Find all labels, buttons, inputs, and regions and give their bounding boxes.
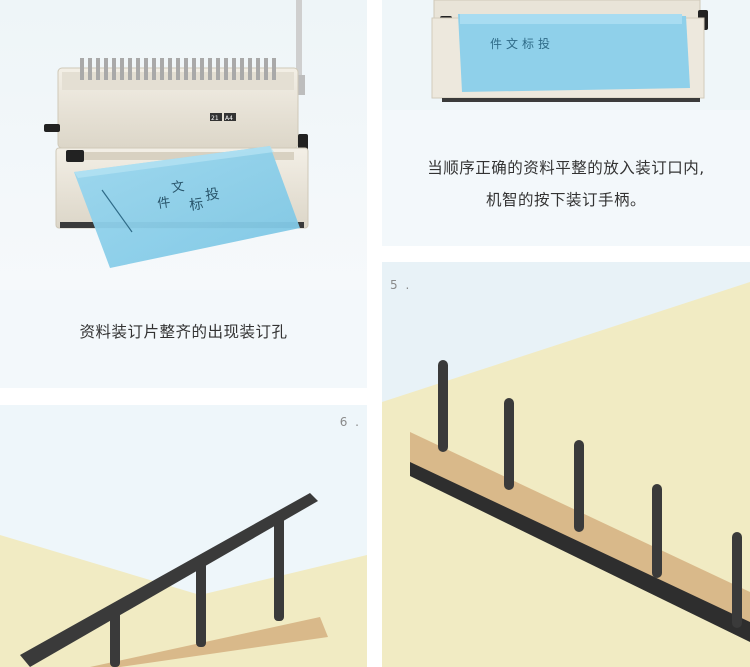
caption-insert-line2: 机智的按下装订手柄。 (485, 191, 646, 209)
comb-teeth (80, 58, 276, 80)
doc-char-1: 投 (538, 36, 550, 51)
photo-panel-comb-teeth: 5 . (382, 262, 750, 667)
binding-machine-illustration: 21 A4 投 标 文 件 (0, 0, 367, 290)
machine-label-21: 21 (211, 115, 219, 122)
step-number-6: 6 . (339, 415, 361, 429)
document-title-char-3: 文 (170, 179, 185, 196)
comb-spine-illustration (0, 405, 367, 667)
comb-spine (20, 493, 318, 667)
machine-top-view-illustration: 投 标 文 件 (382, 0, 750, 110)
doc-char-3: 文 (506, 36, 518, 51)
photo-panel-comb-spine: 6 . (0, 405, 367, 667)
step-number-5: 5 . (390, 278, 412, 292)
doc-char-4: 件 (490, 37, 502, 51)
doc-char-2: 标 (522, 37, 534, 51)
machine-label-a4: A4 (225, 115, 233, 122)
blue-document-cover: 投 标 文 件 (74, 146, 300, 268)
document-title-char-4: 件 (156, 195, 171, 212)
photo-panel-binding-machine-front: 21 A4 投 标 文 件 资料装订片整齐的出现装订孔 (0, 0, 367, 388)
document-title-char-1: 投 (204, 186, 220, 204)
caption-insert-line1: 当顺序正确的资料平整的放入装订口内, (427, 159, 705, 177)
comb-teeth-upright (438, 360, 742, 628)
photo-panel-paper-inserted: 投 标 文 件 当顺序正确的资料平整的放入装订口内, 机智的按下装订手柄。 (382, 0, 750, 246)
comb-teeth-illustration (382, 262, 750, 667)
document-title-char-2: 标 (188, 196, 204, 214)
caption-holes-punched: 资料装订片整齐的出现装订孔 (79, 323, 288, 341)
